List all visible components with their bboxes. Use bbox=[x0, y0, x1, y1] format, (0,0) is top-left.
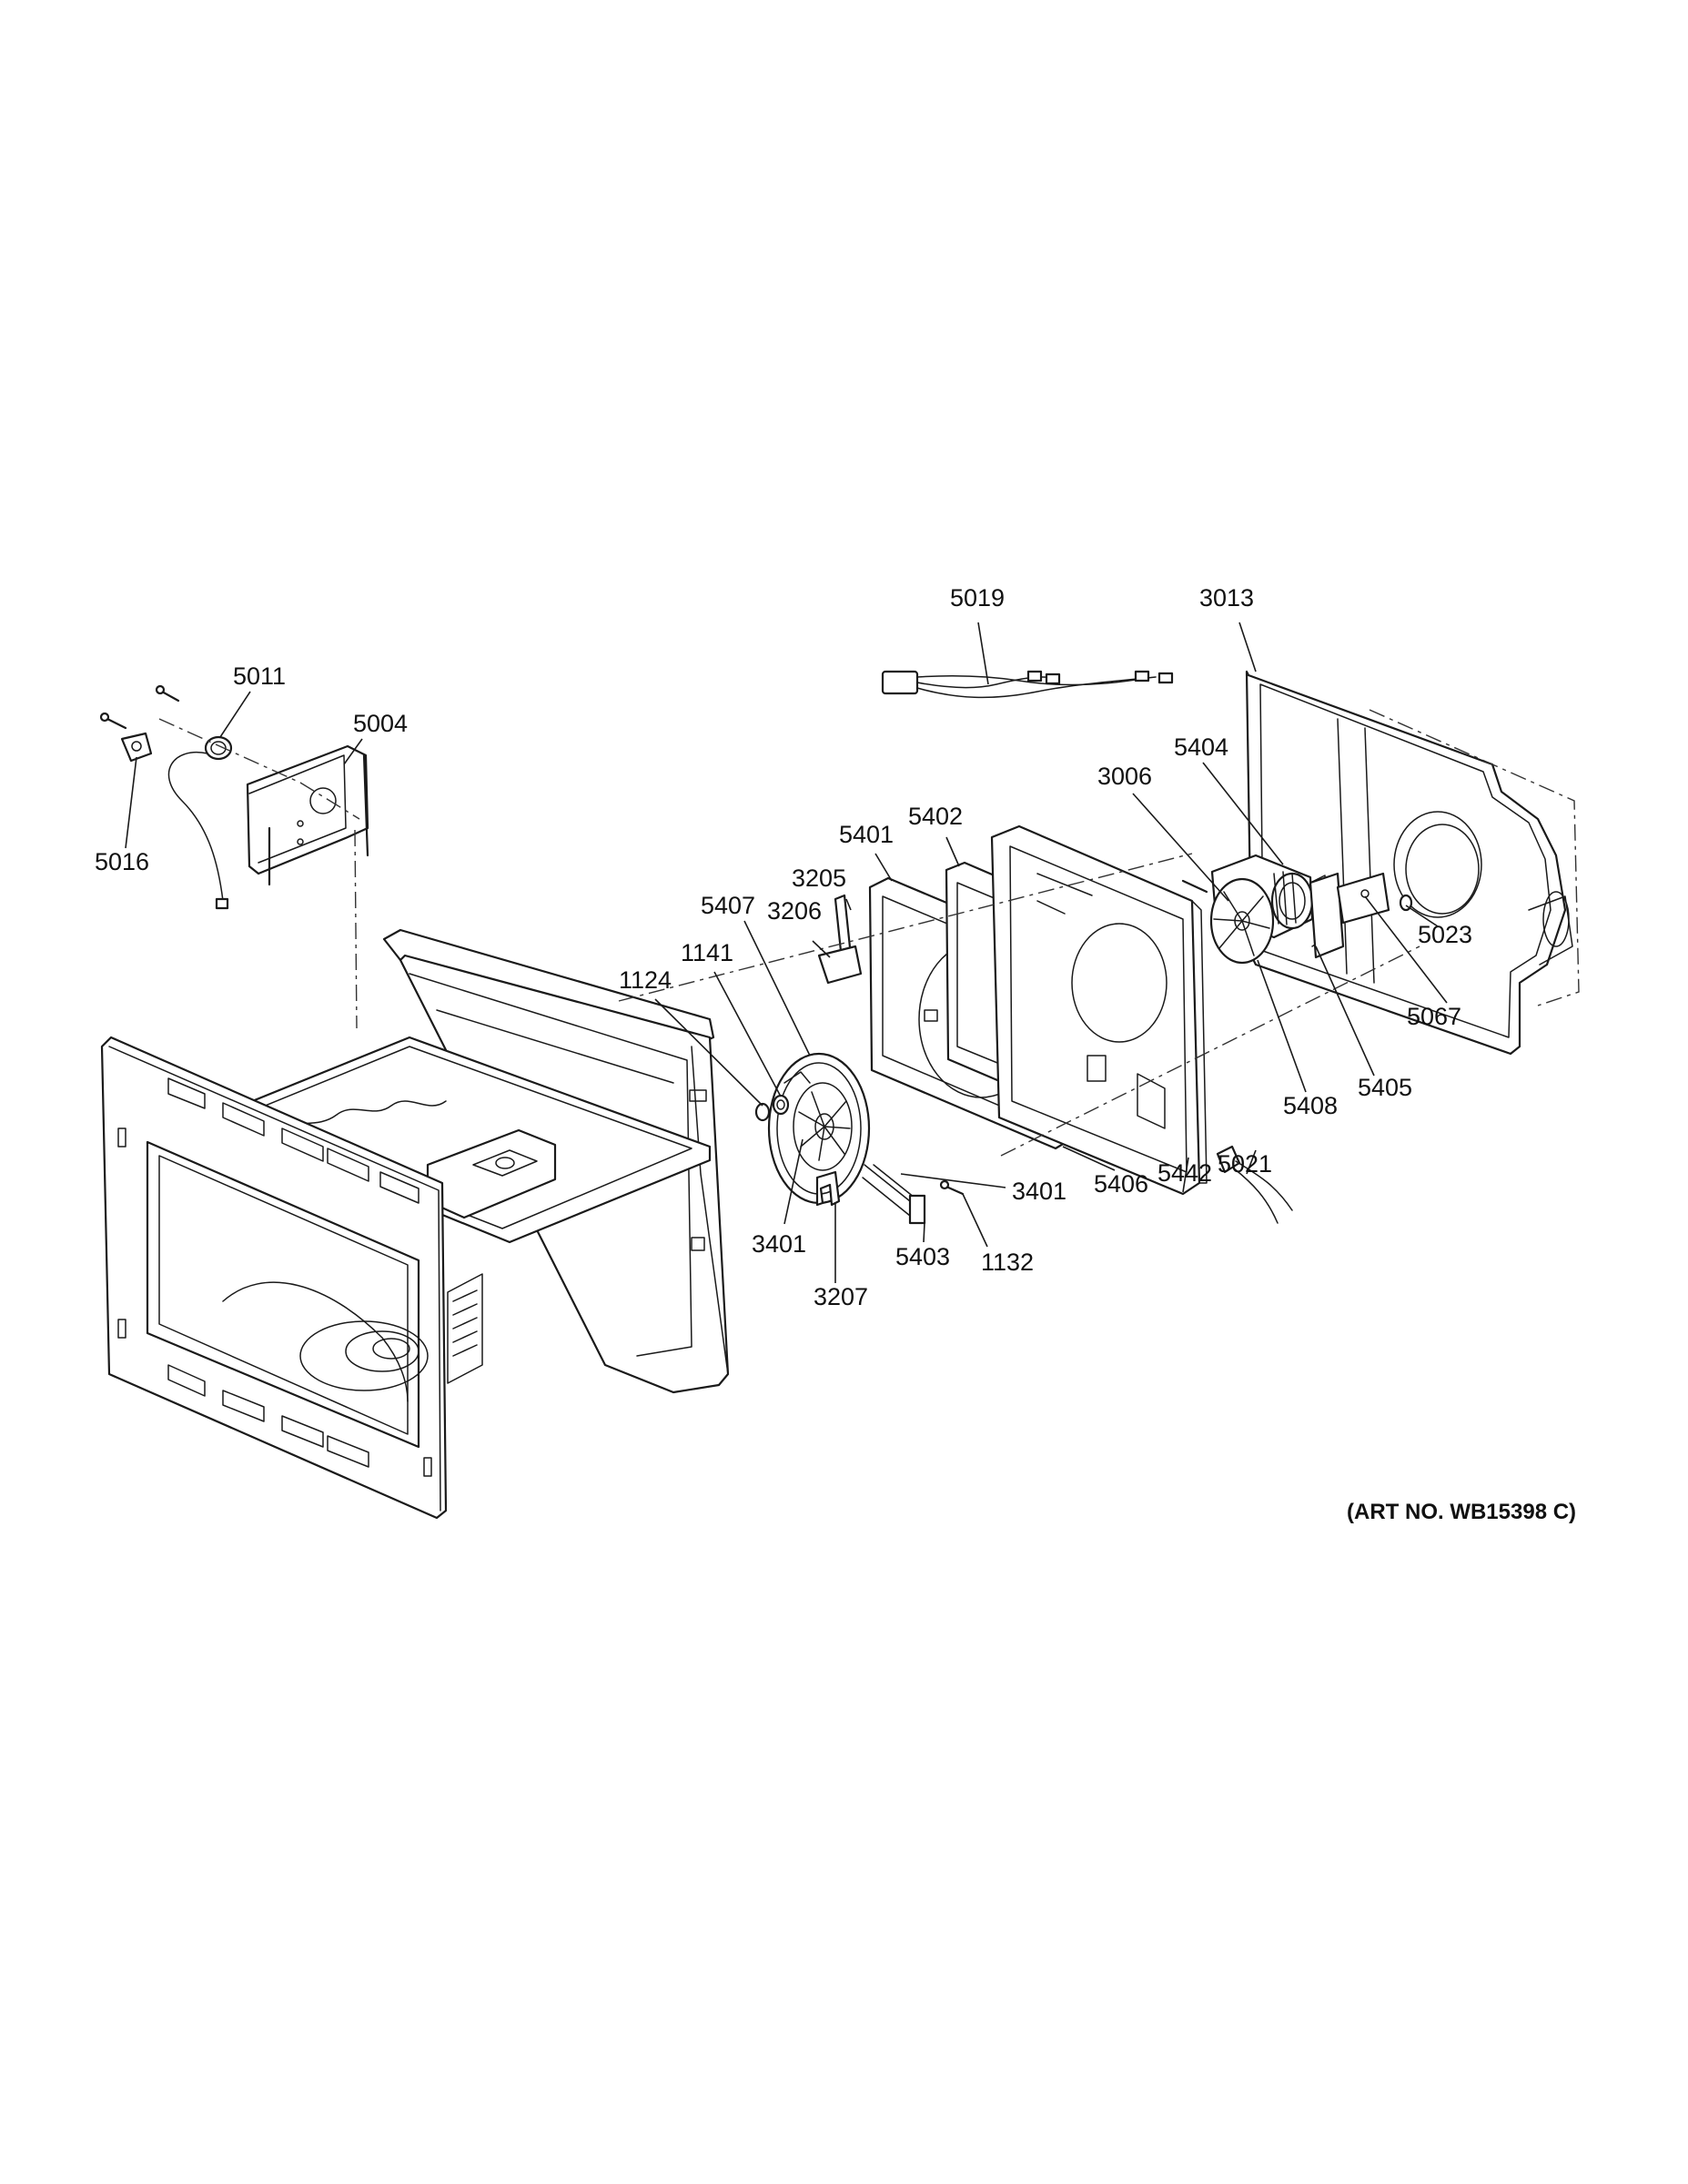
callout-5011: 5011 bbox=[233, 662, 286, 690]
callout-3013: 3013 bbox=[1199, 584, 1254, 612]
callout-1124: 1124 bbox=[619, 966, 672, 994]
callout-labels: 5019 3013 5011 5004 5016 3006 5404 5402 … bbox=[95, 584, 1472, 1310]
art-number-label: (ART NO. WB15398 C) bbox=[1347, 1500, 1577, 1524]
oven-cavity-part bbox=[100, 928, 730, 1520]
small-bracket-parts bbox=[817, 894, 863, 985]
rear-baffle-panel-part bbox=[990, 824, 1208, 1196]
callout-1132: 1132 bbox=[981, 1249, 1034, 1276]
callout-3401-right: 3401 bbox=[1012, 1178, 1066, 1205]
callout-5067: 5067 bbox=[1407, 1003, 1461, 1030]
callout-5019: 5019 bbox=[950, 584, 1005, 612]
callout-3401-left: 3401 bbox=[752, 1230, 806, 1258]
wire-harness-part bbox=[881, 670, 1174, 699]
wire-connector-part bbox=[1216, 1145, 1293, 1224]
callout-3006: 3006 bbox=[1097, 763, 1152, 790]
callout-5406: 5406 bbox=[1094, 1170, 1148, 1198]
callout-5404: 5404 bbox=[1174, 733, 1228, 761]
fan-blade-part bbox=[1209, 877, 1275, 965]
callout-5403: 5403 bbox=[895, 1243, 950, 1270]
screw-part bbox=[939, 1179, 965, 1196]
callout-5407: 5407 bbox=[701, 892, 755, 919]
callout-5442: 5442 bbox=[1157, 1159, 1212, 1187]
callout-5023: 5023 bbox=[1418, 921, 1472, 948]
callout-5021: 5021 bbox=[1218, 1150, 1272, 1178]
callout-5004: 5004 bbox=[353, 710, 408, 737]
callout-1141: 1141 bbox=[681, 939, 733, 966]
callout-3206: 3206 bbox=[767, 897, 822, 925]
callout-5408: 5408 bbox=[1283, 1092, 1338, 1119]
leader-lines bbox=[125, 622, 1448, 1283]
callout-3207: 3207 bbox=[814, 1283, 868, 1310]
rear-wrapper-panel-part bbox=[1245, 670, 1573, 1056]
callout-5401: 5401 bbox=[839, 821, 894, 848]
callout-5402: 5402 bbox=[908, 803, 963, 830]
convection-element-part bbox=[767, 1052, 926, 1225]
callout-5405: 5405 bbox=[1358, 1074, 1412, 1101]
cavity-light-bracket-part bbox=[99, 684, 369, 910]
element-bracket-part bbox=[815, 1170, 841, 1207]
washer-parts bbox=[754, 1094, 790, 1122]
motor-fastener-parts bbox=[1181, 879, 1413, 912]
callout-5016: 5016 bbox=[95, 848, 149, 875]
callout-3205: 3205 bbox=[792, 864, 846, 892]
